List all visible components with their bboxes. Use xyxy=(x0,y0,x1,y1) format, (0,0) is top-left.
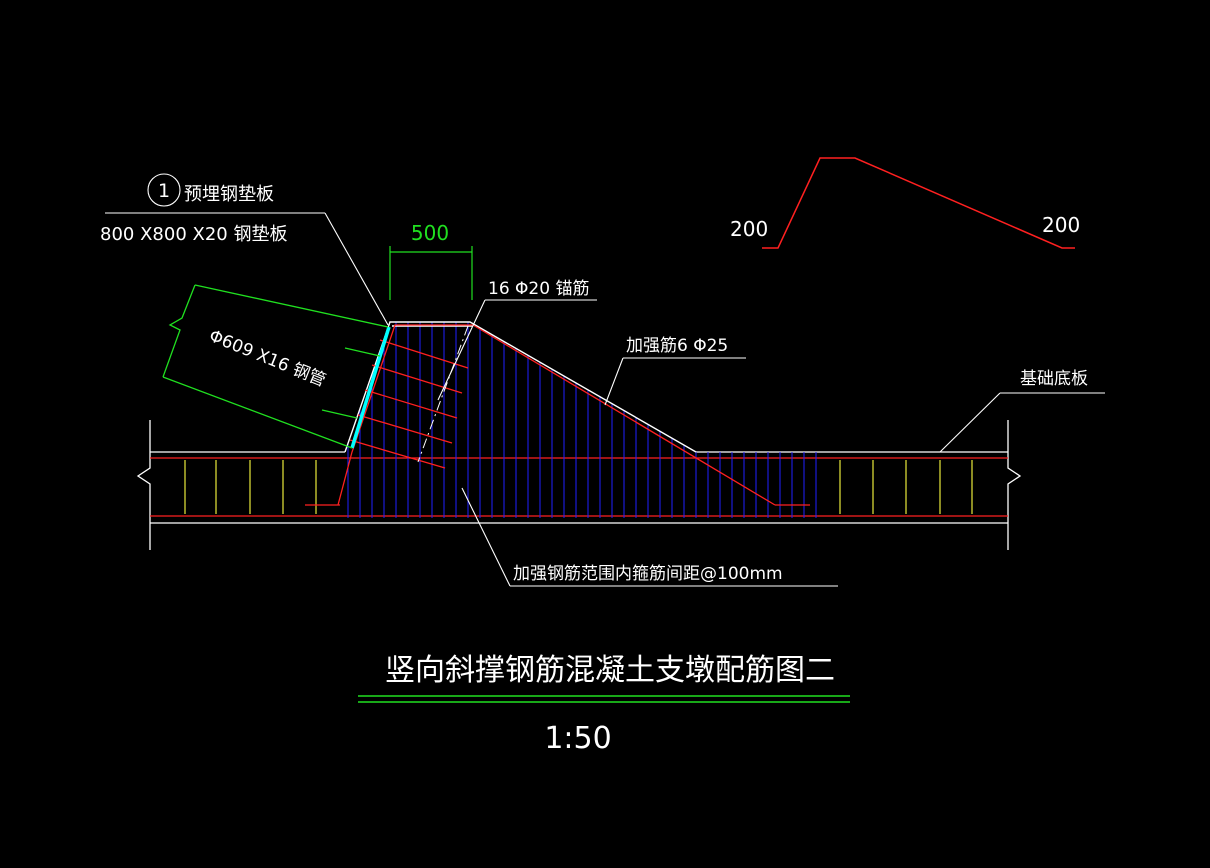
plate-spec-label: 800 X800 X20 钢垫板 xyxy=(100,224,287,245)
dim-500-text: 500 xyxy=(411,221,449,245)
callout-number: 1 xyxy=(158,180,170,202)
slab-stirrups xyxy=(184,460,973,514)
embedded-steel-plate xyxy=(350,326,391,449)
base-leader xyxy=(939,392,1105,453)
title-underline xyxy=(358,695,850,703)
bend-dim-right: 200 xyxy=(1042,213,1080,237)
stirrup-note: 加强钢筋范围内箍筋间距@100mm xyxy=(513,564,783,584)
plate-leader xyxy=(105,173,389,326)
steel-pipe xyxy=(162,284,389,449)
reinforce-leader xyxy=(604,357,746,406)
anchor-label: 16 Φ20 锚筋 xyxy=(488,279,589,299)
bend-dim-left: 200 xyxy=(730,217,768,241)
dimension-500 xyxy=(389,246,473,300)
base-label: 基础底板 xyxy=(1020,369,1088,389)
stirrup-leader xyxy=(461,487,838,587)
drawing-title: 竖向斜撑钢筋混凝土支墩配筋图二 xyxy=(385,653,835,688)
pier-rebar xyxy=(305,324,810,506)
pier-outline xyxy=(344,321,697,453)
base-slab xyxy=(136,420,1022,550)
drawing-scale: 1:50 xyxy=(544,721,611,756)
anchor-leader xyxy=(437,299,597,401)
callout-label: 预埋钢垫板 xyxy=(184,184,274,205)
callout-circle xyxy=(147,173,181,207)
reinforce-label: 加强筋6 Φ25 xyxy=(626,336,728,356)
bent-bar-detail xyxy=(762,157,1075,249)
anchor-centerline xyxy=(417,325,469,463)
slab-rebar xyxy=(150,457,1008,517)
